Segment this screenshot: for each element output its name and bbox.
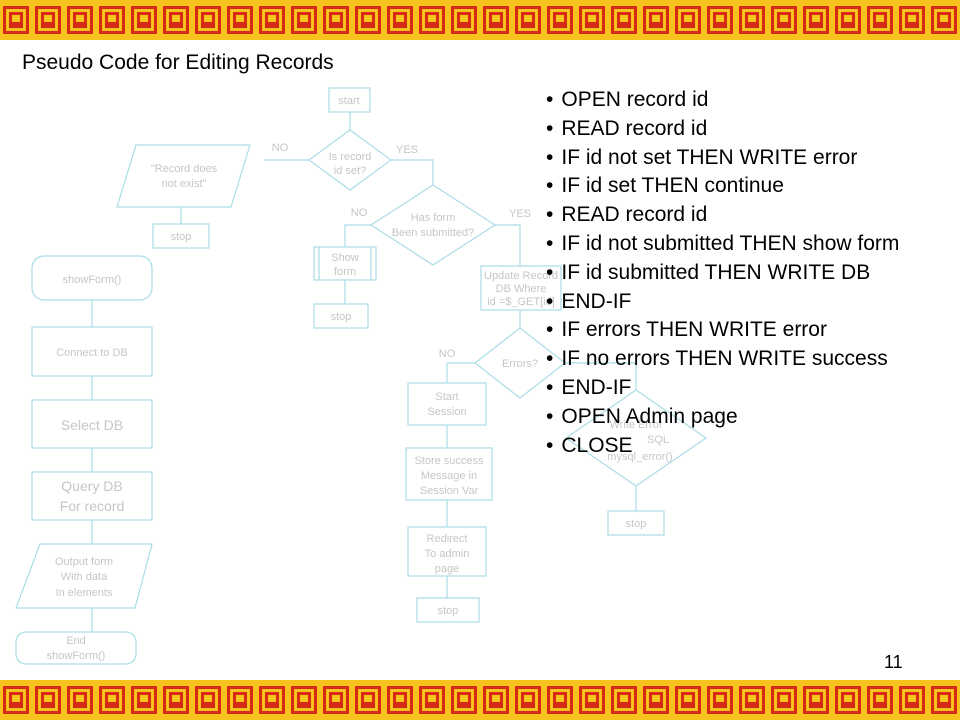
bullet-item: OPEN record id xyxy=(546,86,899,115)
svg-text:not exist": not exist" xyxy=(162,178,207,190)
svg-text:stop: stop xyxy=(626,518,647,530)
svg-text:Output form: Output form xyxy=(55,556,113,568)
flow-process-store-success: Store success Message in Session Var xyxy=(405,447,493,501)
svg-text:form: form xyxy=(334,266,356,278)
flow-select-db: Select DB xyxy=(31,399,153,449)
svg-text:Show: Show xyxy=(331,252,359,264)
svg-text:id =$_GET[id]: id =$_GET[id] xyxy=(487,296,555,308)
svg-text:Redirect: Redirect xyxy=(427,533,468,545)
svg-text:stop: stop xyxy=(438,605,459,617)
bullet-item: CLOSE xyxy=(546,432,899,461)
svg-text:id set?: id set? xyxy=(334,165,366,177)
flow-process-redirect: Redirect To admin page xyxy=(407,526,487,577)
flow-process-start-session: Start Session xyxy=(407,382,487,426)
flow-decision-record-set: Is record id set? xyxy=(307,129,393,191)
top-decorative-border xyxy=(0,0,960,40)
bullet-item: READ record id xyxy=(546,201,899,230)
bullet-item: IF id not submitted THEN show form xyxy=(546,230,899,259)
svg-text:Session Var: Session Var xyxy=(420,485,479,497)
svg-text:End: End xyxy=(66,635,86,647)
flow-io-record-not-exist: "Record does not exist" xyxy=(116,144,251,208)
svg-text:Start: Start xyxy=(435,391,458,403)
flow-label-yes: YES xyxy=(509,208,531,220)
flow-label-no: NO xyxy=(351,207,368,219)
flow-label-no: NO xyxy=(272,142,289,154)
svg-text:To admin: To admin xyxy=(425,548,470,560)
svg-text:stop: stop xyxy=(331,311,352,323)
flow-stop-4: stop xyxy=(607,510,665,536)
flow-label-yes: YES xyxy=(396,144,418,156)
flow-showform-start: showForm() xyxy=(31,255,153,301)
flow-decision-form-submitted: Has form Been submitted? xyxy=(369,184,497,266)
flow-end-showform: End showForm() xyxy=(15,631,137,665)
svg-text:DB Where: DB Where xyxy=(496,283,547,295)
flow-decision-errors: Errors? xyxy=(474,327,566,399)
svg-text:Query DB: Query DB xyxy=(61,478,122,494)
slide-title: Pseudo Code for Editing Records xyxy=(22,51,334,74)
svg-text:Has form: Has form xyxy=(411,212,456,224)
pseudo-code-list: OPEN record id READ record id IF id not … xyxy=(546,86,899,460)
svg-text:Store success: Store success xyxy=(414,455,484,467)
svg-text:start: start xyxy=(338,95,359,107)
bullet-item: IF id set THEN continue xyxy=(546,172,899,201)
flow-output-form: Output form With data In elements xyxy=(15,543,153,609)
flow-query-db: Query DB For record xyxy=(31,471,153,521)
bullet-item: IF no errors THEN WRITE success xyxy=(546,345,899,374)
svg-text:With data: With data xyxy=(61,571,108,583)
flow-stop-3: stop xyxy=(416,597,480,623)
svg-text:Connect to DB: Connect to DB xyxy=(56,347,128,359)
svg-text:Message in: Message in xyxy=(421,470,477,482)
svg-text:showForm(): showForm() xyxy=(63,274,122,286)
flow-connect-db: Connect to DB xyxy=(31,326,153,377)
svg-text:Update Record: Update Record xyxy=(484,270,558,282)
flow-stop-1: stop xyxy=(152,223,210,249)
svg-text:Session: Session xyxy=(427,406,466,418)
bullet-item: READ record id xyxy=(546,115,899,144)
flow-stop-2: stop xyxy=(313,303,369,329)
bullet-item: END-IF xyxy=(546,288,899,317)
page-number: 11 xyxy=(884,652,903,672)
svg-text:Select DB: Select DB xyxy=(61,417,123,433)
bottom-decorative-border xyxy=(0,680,960,720)
svg-text:Errors?: Errors? xyxy=(502,358,538,370)
bullet-item: IF id submitted THEN WRITE DB xyxy=(546,259,899,288)
flow-label-no: NO xyxy=(439,348,456,360)
svg-text:Is record: Is record xyxy=(329,151,372,163)
bullet-item: END-IF xyxy=(546,374,899,403)
bullet-item: OPEN Admin page xyxy=(546,403,899,432)
flow-process-show-form: Show form xyxy=(313,246,377,281)
bullet-item: IF errors THEN WRITE error xyxy=(546,316,899,345)
flowchart-connectors xyxy=(91,112,637,632)
svg-text:"Record does: "Record does xyxy=(151,163,218,175)
svg-text:page: page xyxy=(435,563,459,575)
svg-text:showForm(): showForm() xyxy=(47,650,106,662)
svg-text:Been submitted?: Been submitted? xyxy=(392,227,475,239)
svg-text:stop: stop xyxy=(171,231,192,243)
svg-text:For record: For record xyxy=(60,498,125,514)
flow-start-terminal: start xyxy=(328,87,371,113)
svg-text:In elements: In elements xyxy=(56,587,113,599)
bullet-item: IF id not set THEN WRITE error xyxy=(546,144,899,173)
